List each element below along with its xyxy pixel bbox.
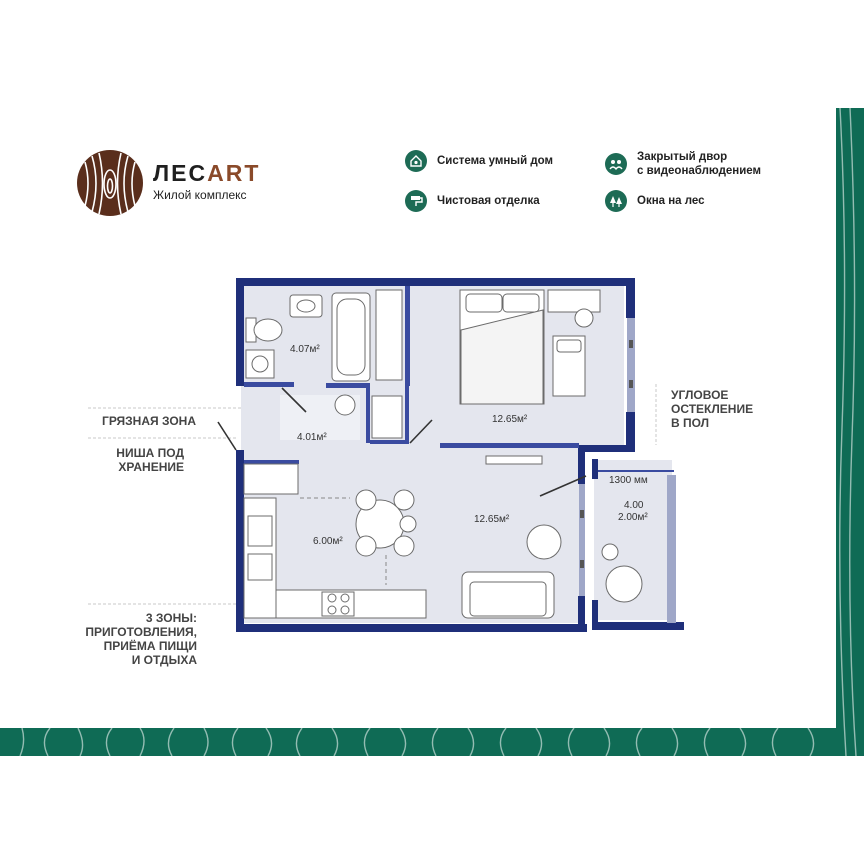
room-bathroom-area: 4.07м² <box>290 344 320 355</box>
feature-label: Окна на лес <box>637 195 705 207</box>
brand-logo-icon <box>77 150 143 216</box>
zone-dividers <box>300 497 387 585</box>
room-balcony-area-b: 2.00м² <box>618 512 648 523</box>
callout-corner-glazing: УГЛОВОЕ ОСТЕКЛЕНИЕ В ПОЛ <box>671 388 754 430</box>
interior-walls <box>244 286 674 472</box>
paint-roller-icon <box>405 190 427 212</box>
brand-name-cyr: ЛЕС <box>153 160 208 186</box>
security-camera-icon <box>605 153 627 175</box>
feature-label: Чистовая отделка <box>437 195 540 207</box>
brand-name-lat: ART <box>207 160 261 186</box>
floor-fill <box>241 285 672 623</box>
room-hall-area: 4.01м² <box>297 432 327 443</box>
room-kitchen-area: 6.00м² <box>313 536 343 547</box>
balcony-width-label: 1300 мм <box>609 475 648 486</box>
doors <box>217 387 587 497</box>
living-furniture <box>461 524 643 619</box>
smart-home-icon <box>405 150 427 172</box>
bottom-decor-band <box>0 727 864 757</box>
brand-subtitle: Жилой комплекс <box>153 188 247 202</box>
room-bedroom-area: 12.65м² <box>492 414 528 425</box>
bathroom-fixtures <box>245 289 403 439</box>
feature-smart-home: Система умный дом <box>405 150 553 172</box>
feature-finishing: Чистовая отделка <box>405 190 540 212</box>
exterior-walls <box>236 278 684 632</box>
forest-window-icon <box>605 190 627 212</box>
bedroom-furniture <box>459 289 601 465</box>
right-decor-band <box>836 107 864 757</box>
feature-label: Закрытый двор с видеонаблюдением <box>637 151 762 177</box>
brand-name: ЛЕСART <box>153 160 260 187</box>
callout-three-zones: 3 ЗОНЫ: ПРИГОТОВЛЕНИЯ, ПРИЁМА ПИЩИ И ОТД… <box>85 611 197 667</box>
kitchen-fixtures <box>243 463 427 619</box>
windows <box>579 318 676 623</box>
feature-secure-yard: Закрытый двор с видеонаблюдением <box>605 150 761 178</box>
window-mullions <box>580 340 633 568</box>
callout-dirty-zone: ГРЯЗНАЯ ЗОНА <box>102 414 196 428</box>
room-area-labels: 4.07м² 4.01м² 12.65м² 6.00м² 12.65м² 4.0… <box>290 344 648 547</box>
feature-label: Система умный дом <box>437 155 554 167</box>
room-balcony-area-a: 4.00 <box>624 500 644 511</box>
feature-forest-view: Окна на лес <box>605 190 705 212</box>
room-living-area: 12.65м² <box>474 514 510 525</box>
callout-storage-niche: НИША ПОД ХРАНЕНИЕ <box>116 446 184 474</box>
